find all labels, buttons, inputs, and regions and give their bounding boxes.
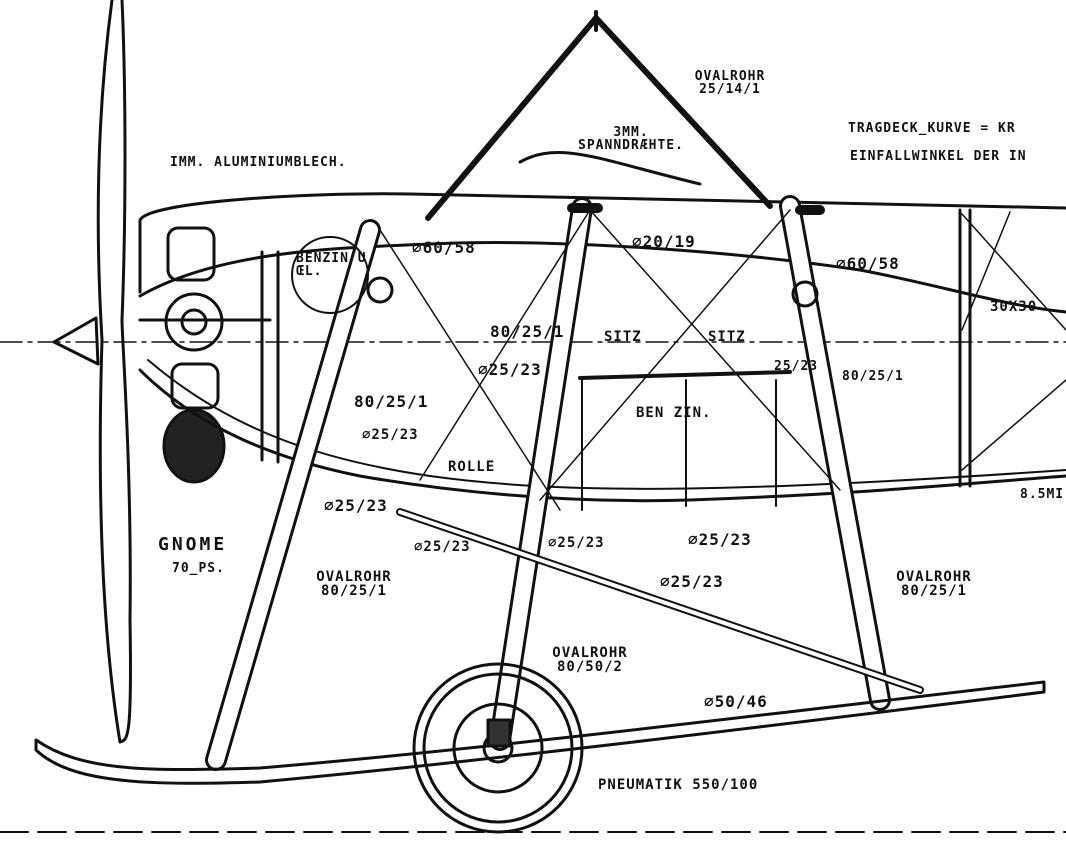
benzin-oel-line2: ŒL. [296,264,323,279]
dim-30x30-label: 30X30 [990,299,1038,315]
ovalrohr-right-dim: 80/25/1 [900,583,967,599]
sitz-2-label: SITZ [708,329,746,345]
pneumatik-label: PNEUMATIK 550/100 [598,777,759,793]
einfallwinkel-label: EINFALLWINKEL DER IN [850,149,1027,164]
ovalrohr-mid-text: OVALROHR [552,645,628,661]
windshield [518,151,702,186]
tragdeck-kurve-label: TRAGDECK_KURVE = KR [848,121,1016,136]
phi-60-58-a-label: ∅60/58 [412,238,476,257]
phi-25-23-e-label: ∅25/23 [414,539,471,555]
phi-25-23-d-label: ∅25/23 [324,496,388,515]
gnome-engine [138,226,272,484]
phi-25-23-g-label: ∅25/23 [688,530,752,549]
dim-25-23-b-label: 25/23 [774,359,819,374]
phi-25-23-brace-label: ∅25/23 [660,572,724,591]
landing-gear-struts [205,195,924,771]
ring-60-58-b [791,280,819,308]
landing-skid [34,680,1046,785]
phi-20-19-label: ∅20/19 [632,232,696,251]
dim-80-25-1-b-label: 80/25/1 [842,369,904,384]
dim-8-5mm-label: 8.5MI [1020,487,1065,502]
gnome-label: GNOME [158,534,228,555]
spanndraehte-line2: SPANNDRÆHTE. [578,138,684,153]
ovalrohr-top-text: OVALROHR [694,69,766,84]
fuselage [138,192,1066,511]
bracing-wires [379,209,1066,511]
rolle-label: ROLLE [448,459,496,475]
benzin-oel-line1: BENZIN U. [296,251,376,266]
ovalrohr-mid-dim: 80/50/2 [556,659,623,675]
sitz-1-label: SITZ [604,329,642,345]
ovalrohr-right-text: OVALROHR [896,569,972,585]
ring-60-58-a [366,276,394,304]
benzin-oel-label: BENZIN U. ŒL. [296,252,375,278]
gnome-ps-label: 70_PS. [172,561,225,576]
phi-60-58-b-label: ∅60/58 [836,254,900,273]
phi-25-23-c-label: ∅25/23 [362,427,419,443]
phi-25-23-f-label: ∅25/23 [548,535,605,551]
ovalrohr-top-label: OVALROHR 25/14/1 [680,70,780,96]
propeller [52,0,133,744]
ovalrohr-left-text: OVALROHR [316,569,392,585]
ovalrohr-top-dim: 25/14/1 [699,82,761,97]
oil-tank-outline [291,236,369,314]
dim-80-25-1-a-label: 80/25/1 [490,322,565,341]
cabane-struts [425,10,773,221]
ovalrohr-mid-label: OVALROHR 80/50/2 [540,646,640,674]
spanndraehte-line1: 3MM. [613,125,649,140]
ovalrohr-right-label: OVALROHR 80/25/1 [886,570,982,598]
ovalrohr-left-label: OVALROHR 80/25/1 [306,570,402,598]
dim-80-25-1-c-label: 80/25/1 [354,392,429,411]
wheel [412,662,584,834]
phi-25-23-a-label: ∅25/23 [478,360,542,379]
ovalrohr-left-dim: 80/25/1 [320,583,387,599]
aluminiumblech-label: IMM. ALUMINIUMBLECH. [170,155,347,170]
benzin-tank-label: BEN ZIN. [636,405,712,421]
phi-50-46-label: ∅50/46 [704,692,768,711]
spanndraehte-label: 3MM. SPANNDRÆHTE. [556,126,706,152]
